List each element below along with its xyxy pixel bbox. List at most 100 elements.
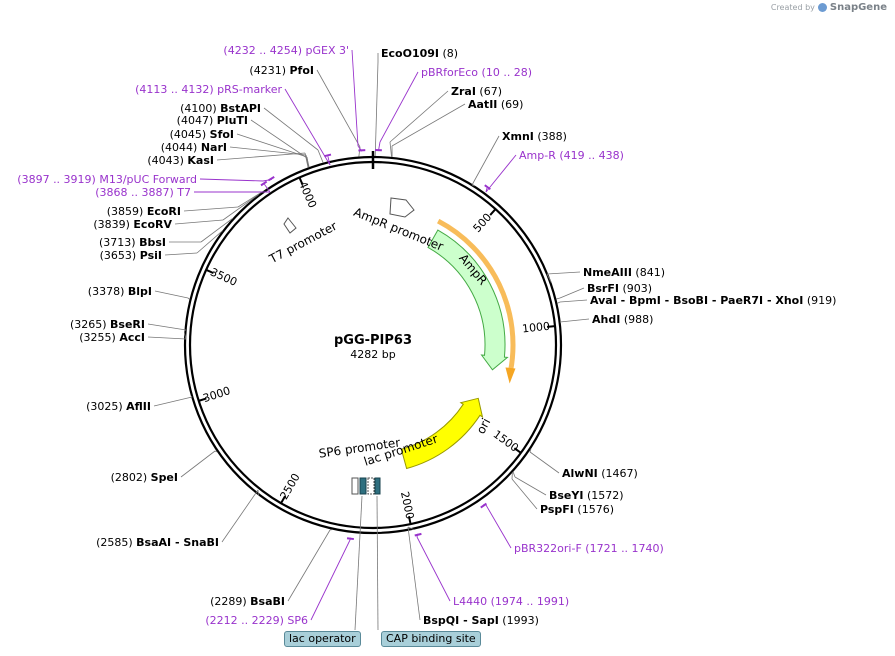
- enzyme-label[interactable]: (4045) SfoI: [170, 128, 234, 141]
- enzyme-label[interactable]: XmnI (388): [502, 130, 567, 143]
- enzyme-name: SpeI: [151, 471, 178, 484]
- enzyme-label[interactable]: (2585) BsaAI - SnaBI: [96, 536, 219, 549]
- primer-label[interactable]: pBR322ori-F (1721 .. 1740): [514, 542, 664, 555]
- primer-label[interactable]: pBRforEco (10 .. 28): [421, 66, 532, 79]
- enzyme-leader-line: [529, 451, 560, 474]
- enzyme-label[interactable]: BspQI - SapI (1993): [423, 614, 539, 627]
- cap-site-box[interactable]: [374, 477, 381, 495]
- enzyme-label[interactable]: (4047) PluTI: [177, 114, 248, 127]
- primer-leader-line: [310, 539, 351, 621]
- enzyme-leader-line: [153, 396, 193, 407]
- enzyme-label[interactable]: (3025) AflII: [86, 400, 151, 413]
- enzyme-label[interactable]: NmeAIII (841): [583, 266, 665, 279]
- enzyme-position: (1572): [587, 489, 624, 502]
- enzyme-leader-line: [557, 301, 561, 304]
- feature-label[interactable]: ori: [474, 416, 494, 436]
- feature-label[interactable]: T7 promoter: [266, 219, 339, 267]
- primer-label[interactable]: (2212 .. 2229) SP6: [205, 614, 308, 627]
- enzyme-position: (988): [624, 313, 654, 326]
- enzyme-label[interactable]: (3839) EcoRV: [93, 218, 172, 231]
- enzyme-label[interactable]: (3713) BbsI: [99, 236, 166, 249]
- enzyme-leader-line: [559, 287, 585, 299]
- primer-name: T7: [176, 186, 191, 199]
- tick-mark: [280, 495, 286, 504]
- enzyme-leader-line: [514, 476, 547, 496]
- primer-range: (3897 .. 3919): [17, 173, 96, 186]
- enzyme-label[interactable]: AhdI (988): [592, 313, 653, 326]
- enzyme-leader-line: [222, 194, 259, 221]
- enzyme-name: PfoI: [290, 64, 315, 77]
- enzyme-name: SfoI: [210, 128, 234, 141]
- enzyme-label[interactable]: (3265) BseRI: [70, 318, 145, 331]
- t7-promoter-arrow[interactable]: [283, 217, 297, 234]
- primer-leader-line: [485, 504, 512, 549]
- enzyme-name: BsrFI: [587, 282, 619, 295]
- lac-promoter-box[interactable]: [367, 477, 375, 495]
- enzyme-position: (2289): [210, 595, 247, 608]
- primer-name: Amp-R: [519, 149, 556, 162]
- primer-range: (4232 .. 4254): [223, 44, 302, 57]
- primer-label[interactable]: (3868 .. 3887) T7: [95, 186, 191, 199]
- enzyme-position: (3839): [93, 218, 130, 231]
- enzyme-label[interactable]: (3378) BlpI: [88, 285, 152, 298]
- tick-label: 2000: [398, 490, 416, 520]
- enzyme-label[interactable]: AvaI - BpmI - BsoBI - PaeR7I - XhoI (919…: [590, 294, 836, 307]
- primer-label[interactable]: (4232 .. 4254) pGEX 3': [223, 44, 349, 57]
- created-by-text: Created by: [770, 3, 815, 12]
- enzyme-name: BsaAI - SnaBI: [136, 536, 219, 549]
- enzyme-label[interactable]: BsrFI (903): [587, 282, 652, 295]
- enzyme-leader-line: [559, 299, 588, 303]
- primer-label[interactable]: L4440 (1974 .. 1991): [453, 595, 569, 608]
- enzyme-leader-line: [180, 450, 216, 478]
- enzyme-label[interactable]: AatII (69): [468, 98, 523, 111]
- enzyme-label[interactable]: PspFI (1576): [540, 503, 614, 516]
- tick-mark: [205, 268, 214, 275]
- primer-binding-mark: [346, 537, 354, 541]
- enzyme-position: (4047): [177, 114, 214, 127]
- enzyme-name: PspFI: [540, 503, 574, 516]
- enzyme-name: AflII: [126, 400, 151, 413]
- enzyme-name: EcoRV: [133, 218, 172, 231]
- enzyme-leader-line: [317, 149, 324, 163]
- enzyme-position: (919): [807, 294, 837, 307]
- enzyme-leader-line: [263, 107, 319, 151]
- enzyme-label[interactable]: (4044) NarI: [161, 141, 227, 154]
- enzyme-label[interactable]: (4043) KasI: [147, 154, 214, 167]
- feature-ori[interactable]: [400, 397, 484, 470]
- tick-mark: [298, 177, 304, 186]
- primer-name: SP6: [287, 614, 308, 627]
- ampr-promoter-arrow[interactable]: [389, 197, 415, 218]
- enzyme-label[interactable]: (3859) EcoRI: [107, 205, 181, 218]
- enzyme-leader-line: [147, 336, 187, 340]
- tick-mark: [407, 516, 412, 525]
- feature-ampr[interactable]: [427, 229, 509, 371]
- enzyme-name: AhdI: [592, 313, 620, 326]
- tick-mark: [546, 325, 556, 328]
- snapgene-branding: Created by SnapGene: [771, 2, 887, 13]
- enzyme-label[interactable]: AlwNI (1467): [562, 467, 638, 480]
- primer-label[interactable]: (3897 .. 3919) M13/pUC Forward: [17, 173, 197, 186]
- enzyme-label[interactable]: (4100) BstAPI: [180, 102, 261, 115]
- enzyme-leader-line: [183, 332, 187, 340]
- lac-operator-label[interactable]: lac operator: [284, 631, 361, 647]
- enzyme-position: (1993): [502, 614, 539, 627]
- cap-binding-site-label[interactable]: CAP binding site: [381, 631, 481, 647]
- enzyme-label[interactable]: (2802) SpeI: [111, 471, 178, 484]
- enzyme-leader-line: [250, 119, 308, 159]
- enzyme-position: (3255): [79, 331, 116, 344]
- enzyme-label[interactable]: (3255) AccI: [79, 331, 145, 344]
- enzyme-label[interactable]: (4231) PfoI: [249, 64, 314, 77]
- primer-label[interactable]: Amp-R (419 .. 438): [519, 149, 624, 162]
- enzyme-label[interactable]: (3653) PsiI: [100, 249, 162, 262]
- enzyme-position: (3713): [99, 236, 136, 249]
- enzyme-label[interactable]: (2289) BsaBI: [210, 595, 285, 608]
- enzyme-label[interactable]: ZraI (67): [451, 85, 502, 98]
- enzyme-label[interactable]: EcoO109I (8): [381, 47, 458, 60]
- enzyme-label[interactable]: BseYI (1572): [549, 489, 624, 502]
- primer-label[interactable]: (4113 .. 4132) pRS-marker: [135, 83, 282, 96]
- sp6-promoter-box[interactable]: [351, 477, 359, 495]
- plasmid-length: 4282 bp: [350, 348, 395, 361]
- tick-label: 4000: [296, 179, 319, 210]
- lac-operator-box[interactable]: [359, 477, 367, 495]
